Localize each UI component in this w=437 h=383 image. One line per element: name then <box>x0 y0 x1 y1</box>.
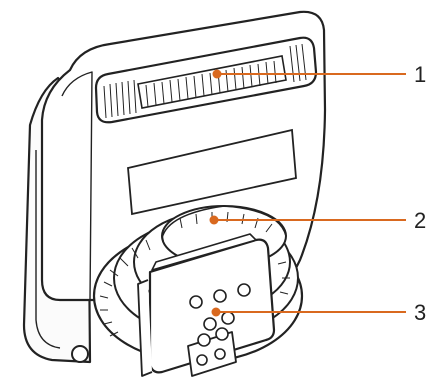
callout-dot <box>212 308 221 317</box>
callout-number: 1 <box>414 62 426 87</box>
knob <box>72 346 88 362</box>
callout-number: 3 <box>414 300 426 325</box>
callout-number: 2 <box>414 208 426 233</box>
callout-dot <box>213 70 222 79</box>
callout-dot <box>210 216 219 225</box>
